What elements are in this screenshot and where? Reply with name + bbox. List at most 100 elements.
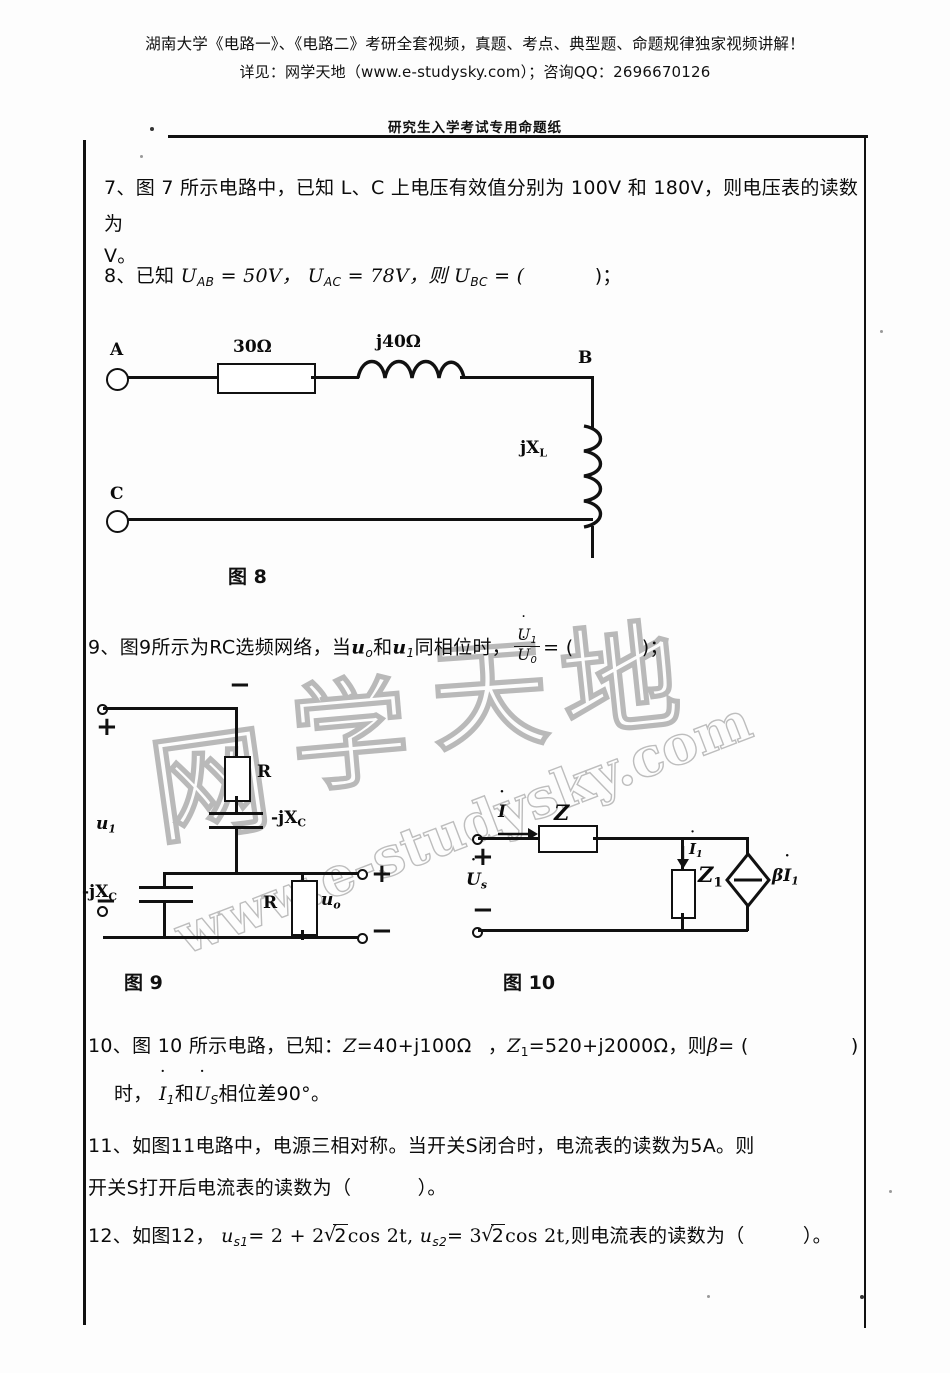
- figure-8-label-c: C: [110, 484, 124, 504]
- question-10-line2-end: 相位差90°。: [218, 1082, 331, 1105]
- question-10-line1-text: 、图 10 所示电路，已知：: [112, 1035, 344, 1057]
- figure-9-label-input: u1: [96, 814, 116, 836]
- question-11-line1: 、如图11电路中，电源三相对称。当开关S闭合时，电流表的读数为5A。则: [112, 1135, 755, 1157]
- question-9-text-a: 、图9所示为RC选频网络，当: [100, 636, 352, 659]
- figure-10-wire-node-to-dep: [681, 837, 747, 840]
- scan-speckle: [889, 1190, 892, 1193]
- question-7-number: 7: [104, 177, 117, 199]
- figure-8-label-inductor-branch: jXL: [520, 438, 547, 460]
- figure-9-sign-output-minus: −: [371, 916, 393, 946]
- beta-eq: = (: [718, 1035, 749, 1057]
- question-10-then: ，则: [668, 1035, 707, 1057]
- question-12: 12、如图12， us1= 2 + 22cos 2t, us2= 32cos 2…: [88, 1217, 878, 1260]
- figure-10-wire-z1-bottom: [681, 913, 684, 931]
- figure-10-wire-bottom-rail: [478, 929, 748, 932]
- figure-9-label-cap-shunt: -jXC: [82, 882, 118, 904]
- figure-10-impedance-z1: [671, 869, 696, 919]
- beta-symbol: β: [706, 1035, 719, 1057]
- page-frame-left: [83, 140, 86, 1325]
- question-10-number: 10: [88, 1035, 113, 1057]
- figure-9-wire-top-down: [235, 707, 238, 759]
- question-11-number: 11: [88, 1135, 113, 1157]
- figure-10-label-source: Us: [466, 870, 487, 891]
- z-value: =40+j100: [356, 1035, 457, 1057]
- figure-8-diagram: A B C 30Ω j40Ω jXL: [100, 332, 620, 580]
- question-10: 10、图 10 所示电路，已知：Z=40+j100Ω ，Z1=520+j2000…: [88, 1028, 868, 1118]
- page-frame-top: [168, 135, 868, 138]
- figure-8-wire-coil-to-b: [460, 376, 593, 379]
- figure-9-wire-bottom-rail: [103, 936, 363, 939]
- question-7: 7、图 7 所示电路中，已知 L、C 上电压有效值分别为 100V 和 180V…: [104, 170, 860, 274]
- z1-ohm: Ω: [653, 1035, 669, 1057]
- figure-8-wire-a-to-resistor: [127, 376, 219, 379]
- us-subscript: S: [210, 1092, 219, 1107]
- question-8-suffix: )；: [594, 265, 622, 287]
- z-ohm: Ω: [456, 1035, 472, 1057]
- question-7-text: 、图 7 所示电路中，已知 L、C 上电压有效值分别为 100V 和 180V，…: [104, 177, 859, 235]
- u-1-subscript: 1: [406, 646, 415, 661]
- figure-9-wire-cap-shunt-down: [163, 902, 166, 938]
- question-9-text-b: 同相位时，: [414, 636, 512, 659]
- u-o-symbol: u: [351, 636, 366, 659]
- question-12-tail-end: ）。: [802, 1225, 832, 1247]
- us2-subscript: s2: [432, 1234, 447, 1249]
- promo-line-2: 详见：网学天地（www.e-studysky.com）；咨询QQ：2696670…: [239, 63, 711, 81]
- figure-10-caption: 图 10: [503, 972, 556, 994]
- figure-8-label-inductor-series: j40Ω: [376, 332, 421, 352]
- page-mark-bottom: [860, 1295, 864, 1299]
- figure-10-wire-dep-top: [746, 837, 749, 855]
- question-8: 8、已知 UAB = 50V， UAC = 78V，则 UBC = ( )；: [104, 258, 860, 300]
- figure-8-inductor-j40: [356, 360, 466, 379]
- us2-radical: 2: [481, 1217, 506, 1254]
- question-11: 11、如图11电路中，电源三相对称。当开关S闭合时，电流表的读数为5A。则 开关…: [88, 1128, 868, 1206]
- question-8-prefix: 、已知: [116, 265, 175, 287]
- question-11-line2: 开关S打开后电流表的读数为（: [88, 1177, 352, 1199]
- us2-symbol: u: [419, 1225, 433, 1247]
- us1-value-b: cos 2t,: [347, 1225, 414, 1247]
- question-8-number: 8: [104, 265, 117, 287]
- figure-8-label-a: A: [110, 340, 124, 360]
- u-bc-value: = (: [494, 265, 525, 287]
- voltage-ratio-fraction: U1 U0: [514, 626, 541, 667]
- question-12-number: 12: [88, 1225, 113, 1247]
- figure-9-label-cap-series: -jXC: [271, 808, 307, 830]
- figure-8-terminal-a-node: [106, 368, 129, 391]
- i1-subscript: 1: [166, 1092, 175, 1107]
- figure-9-label-resistor-top: R: [257, 762, 272, 782]
- u-ac-subscript: AC: [323, 274, 342, 289]
- figure-9-output-top-node: [357, 869, 368, 880]
- question-11-line2-end: ）。: [417, 1177, 447, 1199]
- u-o-subscript: o: [365, 646, 374, 661]
- us1-value-a: = 2 + 2: [248, 1225, 325, 1247]
- figure-9-wire-mid-left-down: [163, 872, 166, 886]
- figure-9-wire-cap-to-mid: [235, 828, 238, 874]
- u-ac-value: = 78V，则: [347, 265, 448, 287]
- fraction-denominator: U: [517, 646, 530, 664]
- figure-8-wire-coil-bottom: [591, 526, 594, 558]
- figure-8-wire-resistor-to-coil: [311, 376, 359, 379]
- figure-9-sign-top-minus: −: [229, 670, 251, 700]
- figure-9-wire-r-to-cap: [235, 796, 238, 813]
- figure-9-wire-mid-rail: [163, 872, 363, 875]
- question-9-eq: = (: [543, 636, 574, 659]
- u-ac-symbol: U: [307, 265, 324, 287]
- figure-9-wire-output-top: [301, 872, 363, 875]
- question-9: 9、图9所示为RC选频网络，当uo和u1同相位时， U1 U0 = ( )；: [88, 626, 858, 671]
- figure-10-label-dependent-source: βI1: [772, 866, 799, 887]
- us2-value-a: = 3: [447, 1225, 482, 1247]
- us2-value-b: cos 2t,: [505, 1225, 571, 1247]
- figure-8-wire-b-down: [591, 376, 594, 428]
- us1-symbol: u: [221, 1225, 234, 1247]
- z1-value: =520+j2000: [528, 1035, 654, 1057]
- figure-10-impedance-z: [538, 825, 598, 853]
- figure-10-dependent-source-diamond: [725, 852, 771, 908]
- us1-subscript: s1: [233, 1234, 249, 1249]
- figure-10-diagram: + − Us I Z Z1 I1 βI1: [466, 800, 799, 940]
- figure-9-cap-shunt-plate-bottom: [139, 900, 193, 904]
- figure-10-label-z1: Z1: [698, 862, 723, 891]
- figure-9-caption: 图 9: [124, 972, 163, 994]
- figure-9-sign-input-minus: −: [95, 886, 117, 916]
- question-9-mid: 和: [373, 636, 393, 659]
- figure-9-wire-input-top: [103, 707, 238, 710]
